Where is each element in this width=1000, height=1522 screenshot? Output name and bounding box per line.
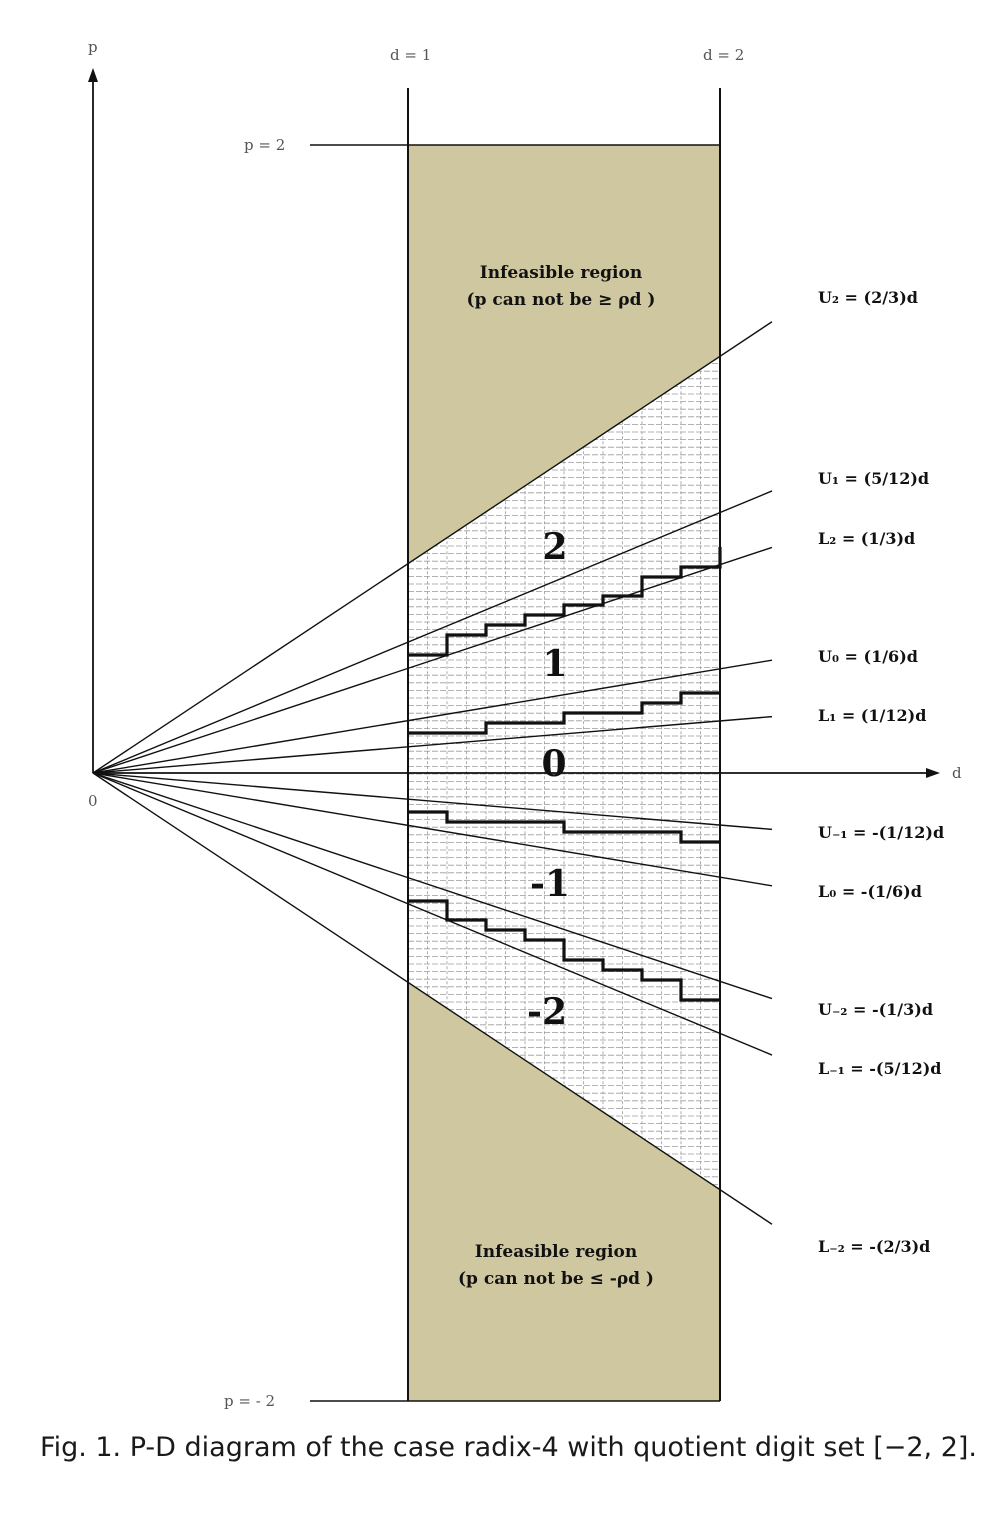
boundary-line-u-1 [92, 772, 773, 831]
boundary-line-u-2 [92, 772, 773, 1000]
boundary-line-l-1 [92, 772, 773, 1056]
stair-digit-minus-1-minus-2 [408, 899, 720, 1002]
d1-label: d = 1 [390, 46, 431, 64]
pd-diagram: p d 0 d = 1 d = 2 p = 2 p = - 2 Infeasib… [88, 38, 962, 1410]
stair-digit-0-minus-1 [408, 810, 720, 844]
digit-1: 1 [542, 643, 567, 685]
line-label-u0: U₀ = (1/6)d [818, 647, 918, 666]
line-label-l-1: L₋₁ = -(5/12)d [818, 1059, 941, 1078]
boundary-lines [92, 321, 773, 1225]
line-label-l1: L₁ = (1/12)d [818, 706, 926, 725]
stair-digit-0-1 [408, 691, 720, 735]
digit-0: 0 [541, 743, 566, 785]
boundary-line-u2 [92, 321, 773, 774]
d2-label: d = 2 [703, 46, 744, 64]
stair-digit-1-2 [408, 547, 722, 657]
line-label-l2: L₂ = (1/3)d [818, 529, 915, 548]
boundary-line-u0 [92, 659, 773, 774]
line-label-u1: U₁ = (5/12)d [818, 469, 929, 488]
infeasible-region-top [408, 145, 720, 564]
infeasible-region-bottom [408, 982, 720, 1401]
boundary-line-u1 [92, 490, 773, 774]
p-bottom-label: p = - 2 [224, 1392, 275, 1410]
d-axis-arrow [926, 768, 940, 778]
line-label-u-2: U₋₂ = -(1/3)d [818, 1000, 933, 1019]
infeasible-top-subtitle: (p can not be ≥ ρd ) [467, 290, 656, 310]
boundary-line-l0 [92, 772, 773, 887]
p-axis-label: p [88, 38, 98, 56]
infeasible-bottom-title: Infeasible region [475, 1242, 637, 1262]
infeasible-top-title: Infeasible region [480, 263, 642, 283]
line-label-l-2: L₋₂ = -(2/3)d [818, 1237, 930, 1256]
digit-minus-1: -1 [530, 863, 570, 905]
digit-minus-2: -2 [527, 991, 567, 1033]
line-label-l0: L₀ = -(1/6)d [818, 882, 922, 901]
origin-label: 0 [88, 792, 98, 810]
line-label-u-1: U₋₁ = -(1/12)d [818, 823, 944, 842]
figure-caption: Fig. 1. P-D diagram of the case radix-4 … [40, 1432, 977, 1463]
infeasible-bottom-subtitle: (p can not be ≤ -ρd ) [458, 1269, 654, 1289]
boundary-line-l1 [92, 715, 773, 774]
p-axis-arrow [88, 68, 98, 82]
line-label-u2: U₂ = (2/3)d [818, 288, 918, 307]
p-top-label: p = 2 [244, 136, 285, 154]
selection-staircases [408, 547, 722, 1002]
boundary-line-l-2 [92, 772, 773, 1225]
boundary-line-l2 [92, 546, 773, 774]
digit-2: 2 [542, 526, 567, 568]
d-axis-label: d [952, 764, 962, 782]
